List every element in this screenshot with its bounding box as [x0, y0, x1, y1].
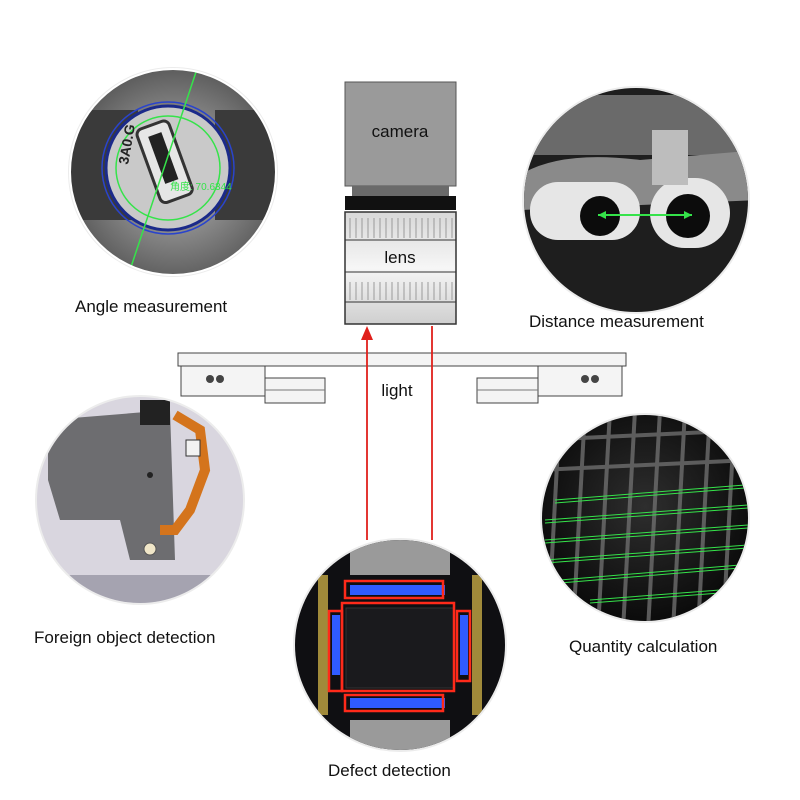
quantity-calculation-caption: Quantity calculation	[569, 637, 718, 656]
distance-measurement-view	[522, 86, 750, 314]
angle-readout: 角度: 70.6344	[170, 180, 232, 193]
foreign-object-caption: Foreign object detection	[34, 628, 216, 647]
angle-measurement-view: 3A0.G 角度: 70.6344	[68, 67, 278, 277]
quantity-calculation-view	[540, 413, 750, 623]
light-bracket	[177, 352, 627, 404]
camera-label: camera	[372, 122, 429, 141]
angle-part-marking: 3A0.G	[115, 123, 138, 166]
arrow-up-icon	[361, 326, 373, 340]
lens-label: lens	[384, 248, 415, 267]
defect-detection-view	[293, 538, 507, 752]
lens-body	[344, 211, 457, 325]
foreign-object-view	[35, 395, 245, 605]
angle-measurement-caption: Angle measurement	[75, 297, 228, 316]
defect-detection-caption: Defect detection	[328, 761, 451, 780]
light-label: light	[381, 381, 412, 400]
camera-body	[344, 81, 457, 210]
light-path	[361, 326, 433, 540]
distance-measurement-caption: Distance measurement	[529, 312, 704, 331]
